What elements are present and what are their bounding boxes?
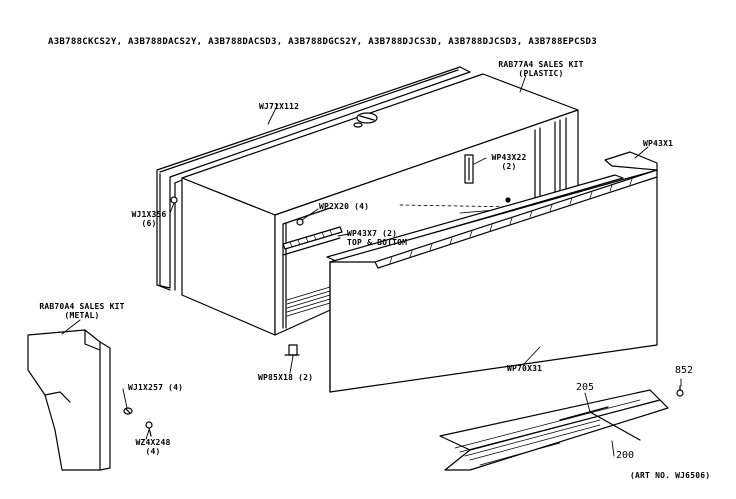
art-number: (ART NO. WJ6506)	[630, 471, 711, 480]
label-wp85x18: WP85X18 (2)	[258, 373, 314, 382]
front-frame	[156, 66, 471, 291]
screw-wz4x248	[145, 421, 153, 437]
label-wj1x356: WJ1X356 (6)	[126, 210, 172, 228]
label-sales-kit-plastic-material: (PLASTIC)	[518, 69, 564, 78]
label-wp43x7-position: TOP & BOTTOM	[347, 238, 408, 247]
label-wz4x248-qty: (4)	[145, 447, 161, 456]
label-wp43x22: WP43X22 (2)	[486, 153, 532, 171]
label-wp43x1: WP43X1	[643, 139, 674, 148]
screw-wj1x257	[123, 407, 133, 415]
label-wp43x22-part: WP43X22	[491, 153, 527, 162]
front-panel	[326, 151, 658, 393]
label-sales-kit-plastic: RAB77A4 SALES KIT (PLASTIC)	[486, 60, 596, 78]
drain-tray-assembly	[439, 389, 669, 471]
label-wz4x248: WZ4X248 (4)	[130, 438, 176, 456]
label-wp2x20: WP2X20 (4)	[319, 202, 370, 211]
label-sales-kit-metal: RAB70A4 SALES KIT (METAL)	[32, 302, 132, 320]
label-wp43x7-part: WP43X7 (2)	[347, 229, 398, 238]
label-wp70x31: WP70X31	[507, 364, 543, 373]
label-wj1x356-qty: (6)	[141, 219, 157, 228]
label-part-200: 200	[616, 450, 635, 461]
label-wp43x7: WP43X7 (2) TOP & BOTTOM	[347, 229, 407, 247]
label-wj1x257: WJ1X257 (4)	[128, 383, 184, 392]
screw-852	[676, 385, 684, 397]
label-sales-kit-metal-material: (METAL)	[64, 311, 100, 320]
label-part-852: 852	[675, 365, 694, 376]
label-wj1x356-part: WJ1X356	[131, 210, 167, 219]
label-wp43x22-qty: (2)	[501, 162, 517, 171]
label-sales-kit-plastic-name: RAB77A4 SALES KIT	[498, 60, 584, 69]
model-list-title: A3B788CKCS2Y, A3B788DACS2Y, A3B788DACSD3…	[48, 37, 597, 47]
clip-wp85x18	[284, 344, 300, 356]
leader-lines	[61, 74, 682, 457]
label-wz4x248-part: WZ4X248	[135, 438, 171, 447]
label-part-205: 205	[576, 382, 595, 393]
metal-side-bracket	[27, 329, 111, 471]
label-sales-kit-metal-name: RAB70A4 SALES KIT	[39, 302, 125, 311]
label-wj71x112: WJ71X112	[259, 102, 300, 111]
